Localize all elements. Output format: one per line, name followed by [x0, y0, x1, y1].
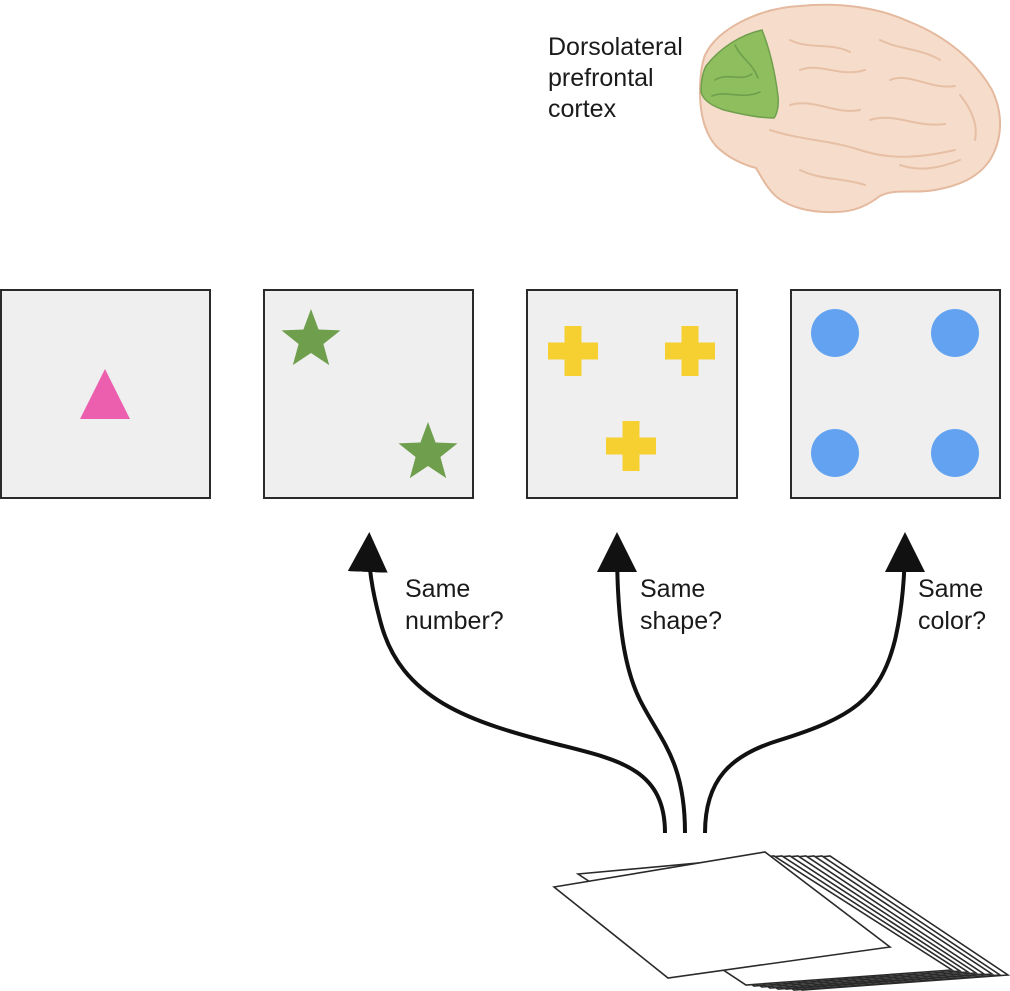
rule-arrows	[347, 532, 925, 834]
card-symbols	[80, 309, 979, 956]
card-2-star-symbol-2	[398, 422, 458, 479]
card-4-circle-symbol-4	[931, 429, 979, 477]
arrow-same-shape	[597, 532, 687, 834]
arrow-same-number	[347, 532, 667, 834]
card-3-cross-symbol-2	[665, 326, 715, 376]
brain-outline	[698, 3, 1002, 214]
card-4-circle-symbol-3	[811, 429, 859, 477]
card-4-circle-symbol-2	[931, 309, 979, 357]
rule-label-color-line-1: Same	[918, 575, 983, 603]
region-label: Dorsolateral prefrontal cortex	[548, 33, 683, 123]
arrow-same-color	[703, 532, 925, 834]
rule-label-number-line-2: number?	[405, 607, 504, 635]
region-label-line-2: prefrontal	[548, 64, 654, 92]
brain-illustration	[698, 3, 1002, 214]
region-label-line-1: Dorsolateral	[548, 33, 683, 61]
rule-label-shape-line-1: Same	[640, 575, 705, 603]
rule-label-color-line-2: color?	[918, 607, 986, 635]
prefrontal-folds	[711, 44, 761, 97]
card-3-cross-symbol-1	[548, 326, 598, 376]
prefrontal-region	[700, 29, 779, 119]
card-3-cross-symbol-3	[606, 421, 656, 471]
deck-card-top	[552, 851, 893, 979]
card-1-triangle-symbol-1	[80, 369, 130, 419]
rule-labels: Same number? Same shape? Same color?	[405, 575, 986, 635]
card-2-star-symbol-1	[281, 309, 341, 366]
card-4-circle-symbol-1	[811, 309, 859, 357]
response-card-deck	[552, 851, 1010, 991]
region-label-line-3: cortex	[548, 95, 617, 123]
rule-label-shape-line-2: shape?	[640, 607, 722, 635]
brain-folds	[769, 39, 977, 186]
rule-label-number-line-1: Same	[405, 575, 470, 603]
